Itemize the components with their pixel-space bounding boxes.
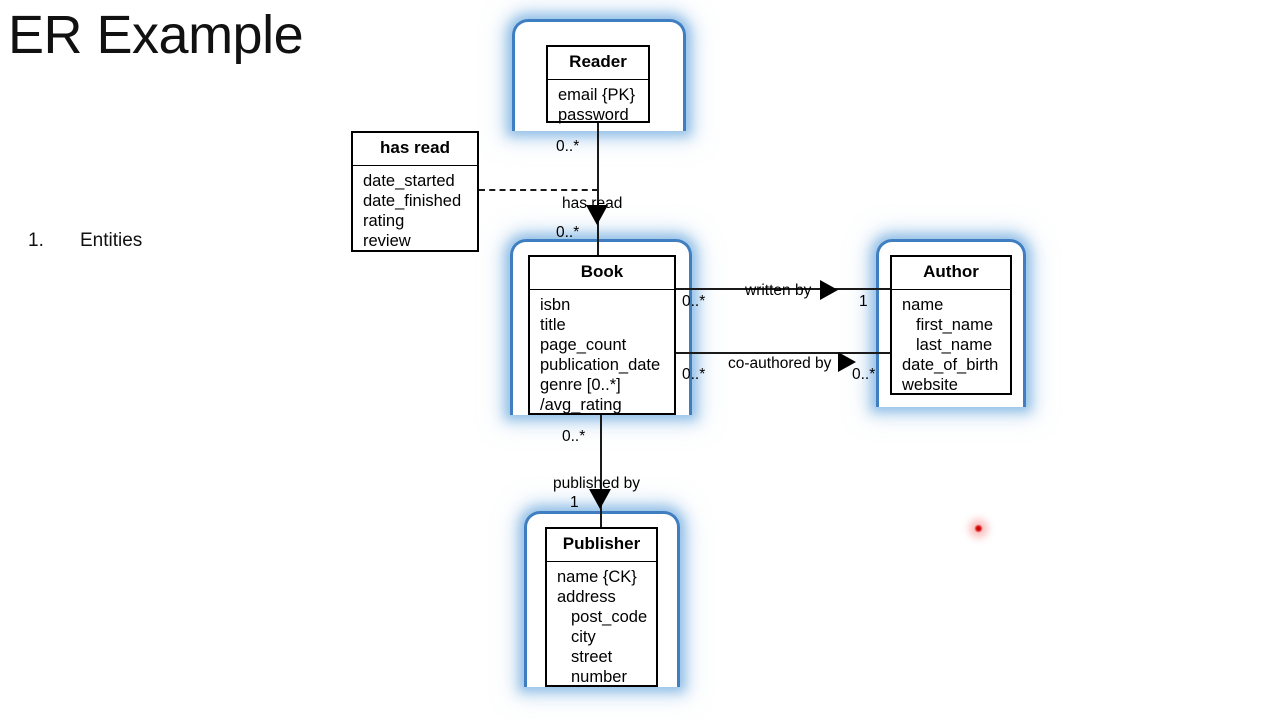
entity-author-title: Author: [892, 257, 1010, 290]
attribute: isbn: [540, 295, 571, 314]
entity-reader[interactable]: Reader email {PK} password: [546, 45, 650, 124]
attribute: page_count: [540, 335, 627, 354]
attribute: website: [902, 375, 958, 394]
entity-book-title: Book: [530, 257, 674, 290]
entity-book-attributes: isbn title page_count publication_date g…: [530, 290, 674, 421]
attribute: post_code: [571, 607, 648, 626]
attribute: last_name: [916, 335, 993, 354]
attribute: date_of_birth: [902, 355, 999, 374]
multiplicity-written-by-book-side: 0..*: [682, 293, 706, 310]
list-item-number: 1.: [28, 230, 44, 251]
attribute: number: [571, 667, 627, 686]
relationship-label-co-authored-by: co-authored by: [728, 355, 832, 372]
entity-reader-title: Reader: [548, 47, 648, 80]
relationship-label-published-by: published by: [553, 475, 641, 492]
arrow-has-read-icon: [586, 205, 608, 225]
arrow-co-authored-by-icon: [838, 352, 856, 372]
multiplicity-published-by-publisher-side: 1: [570, 494, 579, 511]
attribute: date_finished: [363, 191, 462, 210]
association-class-has-read-title: has read: [353, 133, 477, 166]
attribute: name {CK}: [557, 567, 637, 586]
attribute: email {PK}: [558, 85, 636, 104]
connector-reader-book: [597, 121, 599, 257]
list-item-label: Entities: [80, 230, 143, 251]
attribute: city: [571, 627, 596, 646]
multiplicity-written-by-author-side: 1: [859, 293, 868, 310]
multiplicity-co-authored-by-author-side: 0..*: [852, 366, 876, 383]
relationship-label-has-read: has read: [562, 195, 623, 212]
entity-author-attributes: name first_name last_name date_of_birth …: [892, 290, 1010, 401]
entity-book[interactable]: Book isbn title page_count publication_d…: [528, 255, 676, 415]
attribute: /avg_rating: [540, 395, 622, 414]
page-title: ER Example: [8, 5, 304, 65]
connector-book-author-written-by: [676, 288, 890, 290]
multiplicity-has-read-book-side: 0..*: [556, 224, 580, 241]
relationship-label-written-by: written by: [745, 282, 812, 299]
entity-author[interactable]: Author name first_name last_name date_of…: [890, 255, 1012, 395]
attribute: title: [540, 315, 566, 334]
entity-reader-attributes: email {PK} password: [548, 80, 648, 131]
attribute: street: [571, 647, 613, 666]
multiplicity-co-authored-by-book-side: 0..*: [682, 366, 706, 383]
attribute: publication_date: [540, 355, 661, 374]
entity-publisher-attributes: name {CK} address post_code city street …: [547, 562, 656, 693]
arrow-written-by-icon: [820, 280, 838, 300]
association-class-has-read-attributes: date_started date_finished rating review: [353, 166, 477, 257]
multiplicity-has-read-reader-side: 0..*: [556, 138, 580, 155]
attribute: password: [558, 105, 629, 124]
attribute: review: [363, 231, 411, 250]
entity-publisher-title: Publisher: [547, 529, 656, 562]
connector-book-publisher: [600, 415, 602, 530]
entity-publisher[interactable]: Publisher name {CK} address post_code ci…: [545, 527, 658, 687]
laser-pointer-dot: [974, 524, 983, 533]
attribute: address: [557, 587, 616, 606]
attribute: date_started: [363, 171, 455, 190]
attribute: first_name: [916, 315, 994, 334]
connector-book-author-co-authored-by: [676, 352, 890, 354]
attribute: genre [0..*]: [540, 375, 621, 394]
connector-hasread-dashed: [479, 189, 598, 191]
arrow-published-by-icon: [589, 489, 611, 509]
list-item: 1. Entities: [28, 230, 142, 252]
multiplicity-published-by-book-side: 0..*: [562, 428, 586, 445]
attribute: rating: [363, 211, 405, 230]
attribute: name: [902, 295, 944, 314]
association-class-has-read[interactable]: has read date_started date_finished rati…: [351, 131, 479, 252]
